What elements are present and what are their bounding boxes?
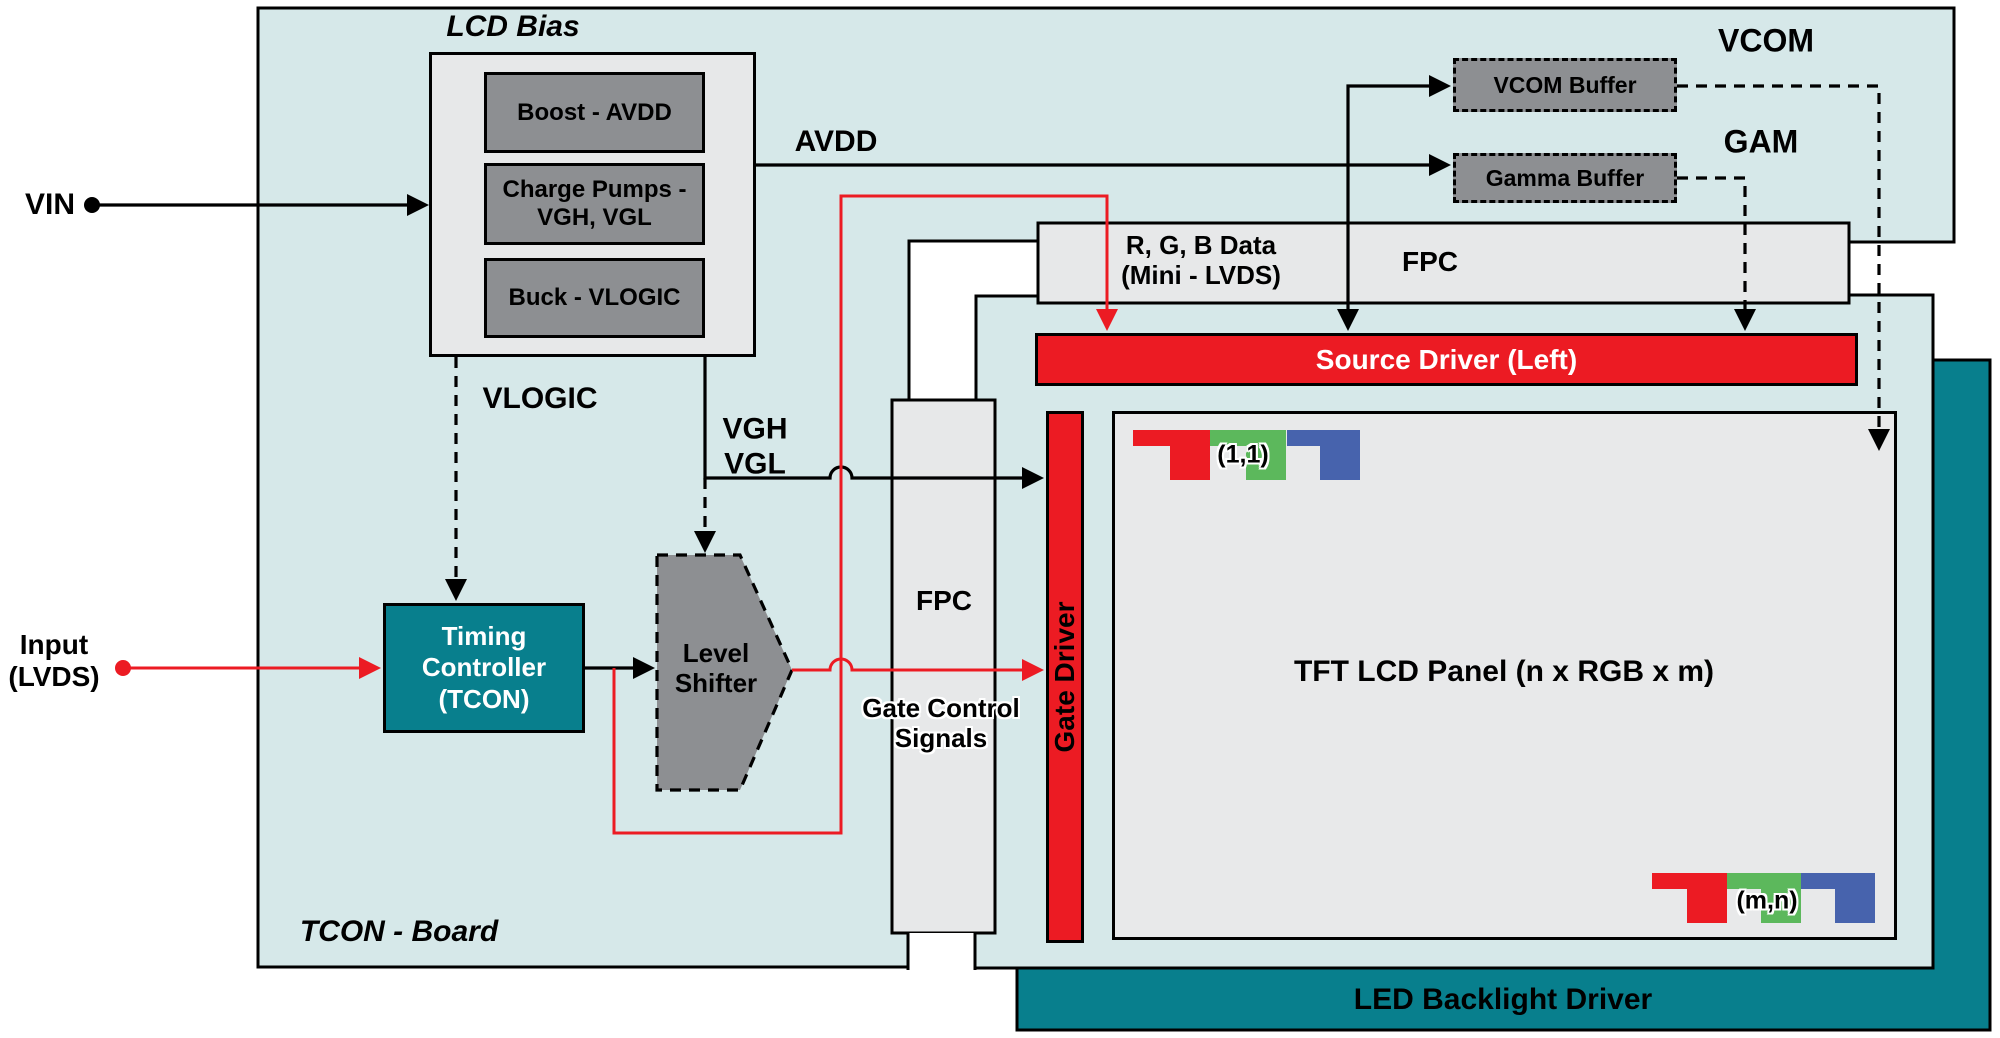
gate-control-arrowhead <box>1022 659 1044 681</box>
avdd-source-arrowhead <box>1337 309 1359 331</box>
gamma-buffer-block: Gamma Buffer <box>1453 153 1677 203</box>
lvds-input-arrowhead <box>359 657 381 679</box>
vgh-vgl-arrowhead <box>1022 467 1044 489</box>
gate-control-wire <box>792 657 1024 672</box>
charge-pumps-block: Charge Pumps - VGH, VGL <box>484 163 705 245</box>
gam-dashed-wire <box>1677 176 1747 311</box>
pixel-1-1-green-subpixel <box>1210 430 1286 480</box>
gate-driver-bar <box>1046 411 1084 943</box>
tcon-levelshifter-arrowhead <box>633 657 655 679</box>
pixel-1-1-blue-subpixel <box>1287 430 1360 480</box>
vgh-levelshifter-arrowhead <box>694 531 716 553</box>
fpc-lower-strip <box>908 933 975 970</box>
source-driver-bar: Source Driver (Left) <box>1035 333 1858 386</box>
fpc-vertical-strip <box>890 398 997 935</box>
pixel-m-n-blue-subpixel <box>1801 873 1875 924</box>
pixel-1-1-red-subpixel <box>1133 430 1210 480</box>
avdd-vcom-branch-wire <box>1346 84 1429 165</box>
vcom-dashed-wire <box>1677 84 1881 431</box>
rgb-data-wire <box>612 194 1109 835</box>
avdd-gamma-arrowhead <box>1429 154 1451 176</box>
vlogic-arrowhead <box>445 579 467 601</box>
gam-arrowhead <box>1734 309 1756 331</box>
pixel-m-n-green-subpixel <box>1727 873 1801 924</box>
vgh-vgl-wire <box>703 357 1024 480</box>
avdd-vcom-arrowhead <box>1429 75 1451 97</box>
pixel-m-n-red-subpixel <box>1652 873 1727 924</box>
vcom-buffer-block: VCOM Buffer <box>1453 58 1677 112</box>
tft-lcd-panel <box>1112 411 1897 940</box>
rgb-data-arrowhead <box>1096 309 1118 331</box>
boost-avdd-block: Boost - AVDD <box>484 72 705 153</box>
buck-vlogic-block: Buck - VLOGIC <box>484 258 705 338</box>
level-shifter-block <box>655 553 794 792</box>
vcom-arrowhead <box>1868 429 1890 451</box>
timing-controller-block: Timing Controller (TCON) <box>383 603 585 733</box>
vin-arrowhead <box>407 194 429 216</box>
